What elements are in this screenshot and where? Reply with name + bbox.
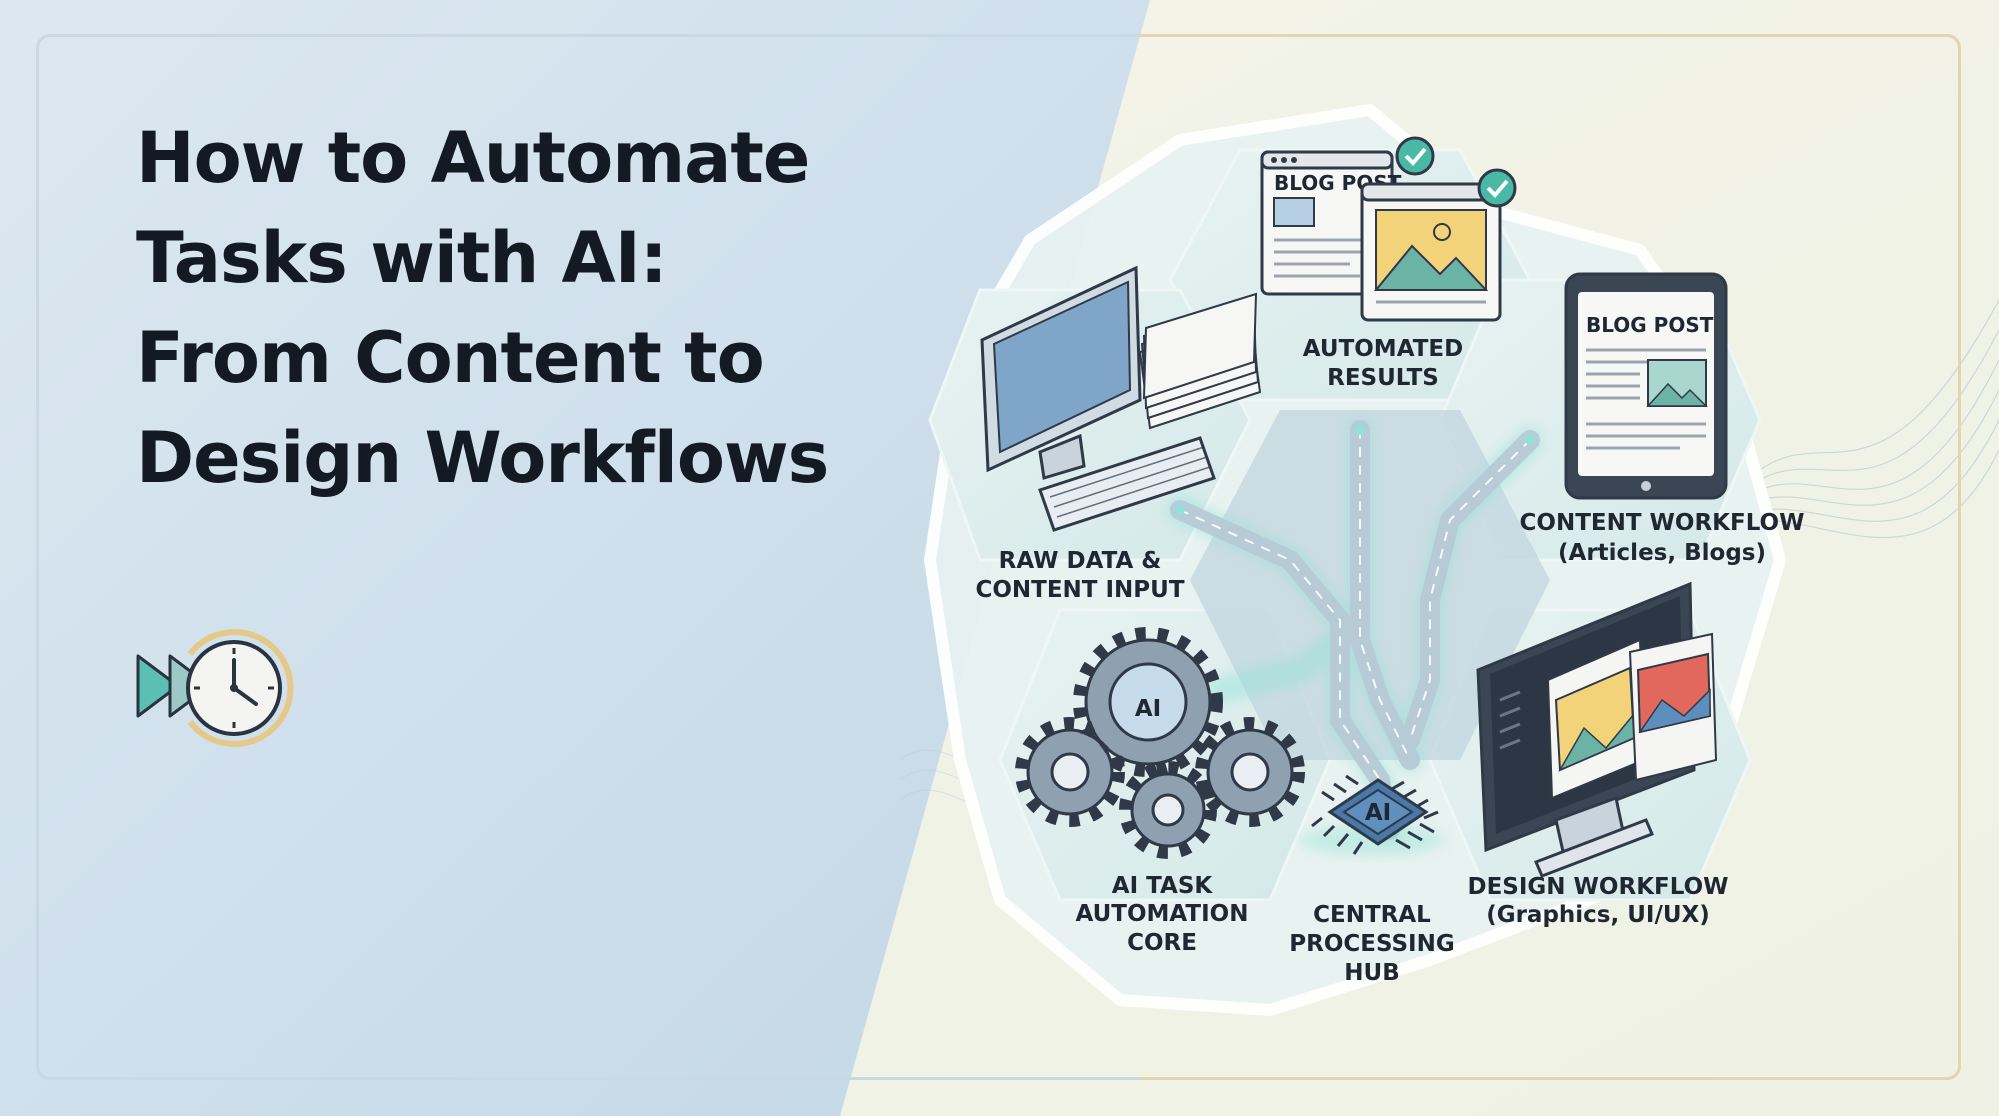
gears-icon: AI [1015,627,1305,859]
desktop-computer-icon [980,265,1262,532]
core-label-line-3: CORE [1127,930,1197,956]
title-line-3: From Content to [136,317,765,399]
title-line-1: How to Automate [136,117,810,199]
fast-forward-clock-icon [136,629,294,747]
hub-label-line-3: HUB [1344,960,1399,986]
raw-label-line-1: RAW DATA & [999,548,1162,574]
raw-label-line-2: CONTENT INPUT [975,577,1184,603]
chip-ai-text: AI [1365,800,1391,826]
core-label-line-1: AI TASK [1112,873,1214,899]
design-label-line-2: (Graphics, UI/UX) [1486,902,1710,928]
title-line-4: Design Workflows [136,417,829,499]
page-title: How to Automate Tasks with AI: From Cont… [136,108,896,508]
gear-ai-text: AI [1135,696,1161,722]
core-label-line-2: AUTOMATION [1076,901,1249,927]
results-label-line-1: AUTOMATED [1303,336,1463,362]
tablet-blog-icon: BLOG POST [1564,272,1728,500]
hub-label-line-2: PROCESSING [1289,931,1455,957]
design-monitor-icon [1476,581,1718,878]
outer-frame-accent [1140,34,1961,1080]
ai-chip-icon: AI [1300,774,1444,856]
document-check-icon: BLOG POST [1260,136,1517,322]
content-label-line-2: (Articles, Blogs) [1558,540,1766,566]
design-label-line-1: DESIGN WORKFLOW [1468,874,1729,900]
tablet-doc-title: BLOG POST [1586,313,1714,337]
hub-label-line-1: CENTRAL [1313,902,1431,928]
title-line-2: Tasks with AI: [136,217,668,299]
content-label-line-1: CONTENT WORKFLOW [1520,510,1805,536]
results-label-line-2: RESULTS [1327,365,1439,391]
